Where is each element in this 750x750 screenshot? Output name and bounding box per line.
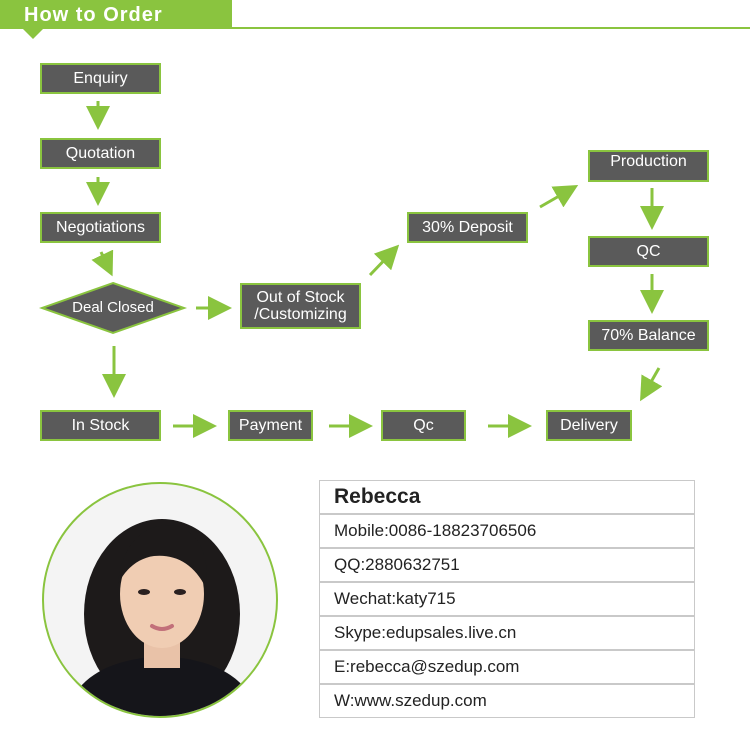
arrow-negotiations-deal bbox=[91, 249, 114, 277]
header-banner bbox=[0, 0, 232, 29]
node-delivery-label: Delivery bbox=[560, 417, 618, 434]
node-negotiations: Negotiations bbox=[40, 212, 161, 243]
contact-web-row: W:www.szedup.com bbox=[319, 684, 695, 718]
node-quotation-label: Quotation bbox=[65, 145, 136, 162]
contact-wechat: Wechat:katy715 bbox=[334, 589, 456, 608]
node-deal-closed-label: Deal Closed bbox=[72, 299, 154, 316]
header-notch bbox=[23, 29, 43, 39]
node-negotiations-label: Negotiations bbox=[56, 219, 145, 236]
arrow-deposit-production bbox=[539, 185, 579, 209]
node-deposit-label: 30% Deposit bbox=[422, 219, 513, 236]
node-out-of-stock-label: Out of Stock /Customizing bbox=[254, 289, 347, 323]
contact-mobile-row: Mobile:0086-18823706506 bbox=[319, 514, 695, 548]
contact-web[interactable]: W:www.szedup.com bbox=[334, 691, 487, 710]
contact-email[interactable]: E:rebecca@szedup.com bbox=[334, 657, 520, 676]
node-qc-upper: QC bbox=[588, 236, 709, 267]
contact-skype: Skype:edupsales.live.cn bbox=[334, 623, 517, 642]
node-enquiry: Enquiry bbox=[40, 63, 161, 94]
node-deposit: 30% Deposit bbox=[407, 212, 528, 243]
node-balance-label: 70% Balance bbox=[601, 327, 696, 344]
header-divider bbox=[232, 27, 750, 29]
portrait-illustration bbox=[65, 519, 259, 716]
contact-name: Rebecca bbox=[334, 485, 421, 508]
arrow-outofstock-deposit bbox=[368, 244, 400, 277]
arrow-balance-delivery bbox=[640, 367, 663, 402]
contact-name-row: Rebecca bbox=[319, 480, 695, 514]
node-delivery: Delivery bbox=[546, 410, 632, 441]
contact-qq: QQ:2880632751 bbox=[334, 555, 460, 574]
contact-mobile: Mobile:0086-18823706506 bbox=[334, 521, 537, 540]
deal-closed-diamond bbox=[38, 281, 188, 335]
node-in-stock: In Stock bbox=[40, 410, 161, 441]
node-payment: Payment bbox=[228, 410, 313, 441]
node-qc-upper-label: QC bbox=[636, 243, 661, 260]
contact-qq-row: QQ:2880632751 bbox=[319, 548, 695, 582]
node-quotation: Quotation bbox=[40, 138, 161, 169]
node-out-of-stock: Out of Stock /Customizing bbox=[240, 283, 361, 329]
node-balance: 70% Balance bbox=[588, 320, 709, 351]
avatar bbox=[42, 482, 278, 718]
node-production-label: Production bbox=[610, 153, 687, 170]
contact-skype-row: Skype:edupsales.live.cn bbox=[319, 616, 695, 650]
page-title: How to Order bbox=[24, 4, 163, 26]
contact-email-row: E:rebecca@szedup.com bbox=[319, 650, 695, 684]
node-qc-lower-label: Qc bbox=[413, 417, 434, 434]
node-production: Production bbox=[588, 150, 709, 182]
contact-wechat-row: Wechat:katy715 bbox=[319, 582, 695, 616]
node-payment-label: Payment bbox=[238, 417, 303, 434]
node-in-stock-label: In Stock bbox=[71, 417, 130, 434]
node-enquiry-label: Enquiry bbox=[73, 70, 128, 87]
node-qc-lower: Qc bbox=[381, 410, 466, 441]
